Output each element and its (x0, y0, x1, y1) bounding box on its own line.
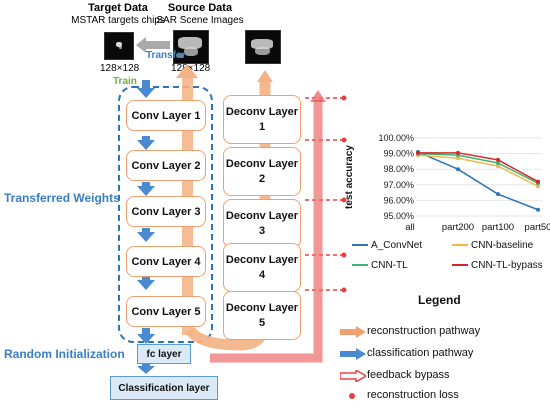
deconv-layer-4-label: Deconv Layer (225, 253, 299, 266)
chart-legend-a-convnet-label: A_ConvNet (371, 240, 423, 251)
y-tick-label: 100.00% (378, 133, 414, 143)
y-tick-label: 96.00% (383, 195, 414, 205)
deconv-layer-5: Deconv Layer 5 (223, 291, 301, 340)
chart-legend-cnn-tl: CNN-TL (352, 260, 408, 271)
deconv-layer-1: Deconv Layer 1 (223, 95, 301, 144)
legend-classification-pathway-icon (340, 348, 366, 360)
series-line-cnn-baseline (417, 154, 539, 188)
legend-reconstruction-pathway: reconstruction pathway (367, 325, 481, 337)
deconv-layer-4: Deconv Layer 4 (223, 243, 301, 292)
data-point-a-convnet (496, 192, 500, 197)
y-tick-label: 97.00% (383, 180, 414, 190)
y-tick-label: 95.00% (383, 211, 414, 221)
fc-layer: fc layer (137, 344, 191, 364)
deconv-layer-2: Deconv Layer 2 (223, 147, 301, 196)
deconv-layer-3: Deconv Layer 3 (223, 199, 301, 248)
series-line-cnn-tl (417, 152, 539, 184)
deconv-layer-4-index: 4 (258, 268, 266, 281)
deconv-layer-1-index: 1 (258, 120, 266, 133)
legend-reconstruction-loss-icon (349, 393, 355, 399)
reconstructed-scene-image (245, 30, 281, 64)
train-label: Train (113, 76, 137, 87)
legend-feedback-bypass: feedback bypass (367, 369, 450, 381)
series-line-a-convnet (417, 151, 539, 211)
target-data-subtitle: MSTAR targets chips (71, 15, 165, 26)
transferred-weights-label: Transferred Weights (4, 191, 120, 205)
y-tick-label: 99.00% (383, 149, 414, 159)
x-tick-label: part200 (442, 222, 474, 233)
x-tick-label: part50 (525, 222, 550, 233)
series-line-cnn-tl-bypass (418, 152, 539, 183)
x-tick-label: part100 (482, 222, 514, 233)
accuracy-chart: 100.00% 99.00% 98.00% 97.00% 96.00% 95.00% tes… (344, 133, 550, 233)
conv-layer-3: Conv Layer 3 (126, 196, 206, 227)
transfer-arrow (136, 37, 170, 53)
target-dimension-label: 128×128 (100, 63, 140, 74)
transfer-label: Transfer (146, 50, 186, 61)
source-data-title: Source Data (167, 2, 233, 14)
data-point-cnn-baseline (496, 164, 500, 169)
chart-legend-cnn-baseline: CNN-baseline (452, 240, 533, 251)
deconv-layer-2-index: 2 (258, 172, 266, 185)
target-data-title: Target Data (88, 2, 148, 14)
chart-legend-cnn-tl-bypass: CNN-TL-bypass (452, 260, 543, 271)
y-axis-label: test accuracy (344, 145, 355, 209)
deconv-layer-2-label: Deconv Layer (225, 157, 299, 170)
conv-layer-1: Conv Layer 1 (126, 100, 206, 131)
data-point-cnn-tl-bypass (496, 157, 500, 162)
deconv-layer-5-index: 5 (258, 316, 266, 329)
conv-layer-2: Conv Layer 2 (126, 150, 206, 181)
target-chip-image (104, 32, 134, 60)
legend-feedback-bypass-icon (340, 370, 366, 382)
deconv-layer-3-index: 3 (258, 224, 266, 237)
data-point-cnn-tl-bypass (536, 179, 540, 184)
chart-legend-cnn-tl-label: CNN-TL (371, 260, 408, 271)
chart-legend-cnn-tl-bypass-label: CNN-TL-bypass (471, 260, 543, 271)
classification-layer: Classification layer (110, 376, 218, 400)
data-point-cnn-tl (496, 160, 500, 165)
data-point-cnn-baseline (456, 156, 460, 161)
deconv-layer-1-label: Deconv Layer (225, 105, 299, 118)
conv-layer-4: Conv Layer 4 (126, 246, 206, 277)
chart-legend-cnn-baseline-label: CNN-baseline (471, 240, 534, 251)
chart-legend-a-convnet: A_ConvNet (352, 240, 422, 251)
legend-classification-pathway: classification pathway (367, 347, 474, 359)
x-tick-label: all (405, 222, 415, 233)
conv-layer-5: Conv Layer 5 (126, 296, 206, 327)
data-point-a-convnet (456, 167, 460, 172)
data-point-cnn-tl-bypass (416, 150, 420, 155)
legend-reconstruction-loss: reconstruction loss (367, 389, 459, 401)
data-point-cnn-tl-bypass (456, 150, 460, 155)
y-tick-label: 98.00% (383, 164, 414, 174)
source-data-subtitle: SAR Scene Images (156, 15, 244, 26)
data-point-a-convnet (536, 207, 540, 212)
source-scene-image (173, 30, 209, 64)
legend-title: Legend (418, 293, 461, 307)
deconv-layer-3-label: Deconv Layer (225, 209, 299, 222)
random-initialization-label: Random Initialization (4, 347, 125, 361)
source-dimension-label: 128×128 (171, 63, 211, 74)
data-point-cnn-baseline (536, 184, 540, 189)
deconv-layer-5-label: Deconv Layer (225, 301, 299, 314)
legend-reconstruction-pathway-icon (340, 326, 366, 338)
